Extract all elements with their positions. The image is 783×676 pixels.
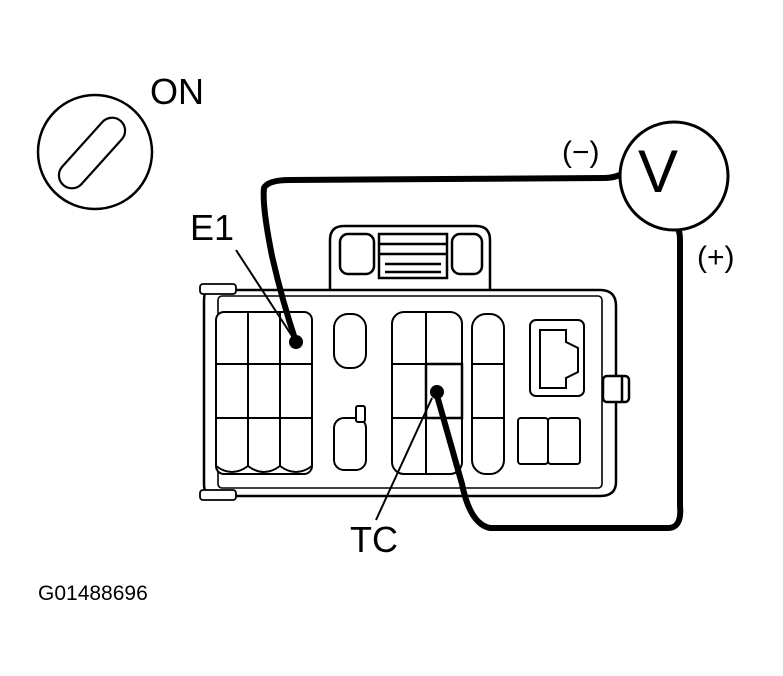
voltmeter-icon [618, 120, 730, 232]
pin-block-center [391, 311, 464, 475]
pin-block-middle [333, 313, 367, 471]
figure-id-label: G01488696 [38, 582, 148, 605]
pin-block-left [215, 311, 313, 475]
negative-probe-wire [260, 167, 631, 345]
tc-probe-tip [430, 385, 444, 399]
e1-leader-line [235, 249, 293, 337]
tc-leader-line [375, 397, 433, 521]
positive-probe-label: (+) [697, 241, 735, 274]
leader-lines [235, 249, 433, 521]
voltmeter-label: V [638, 138, 679, 205]
ignition-switch-icon [36, 93, 154, 211]
pin-block-far-right [517, 319, 585, 465]
e1-terminal-label: E1 [190, 207, 235, 248]
tc-terminal-label: TC [350, 519, 398, 560]
pin-block-right [471, 313, 505, 475]
e1-probe-tip [289, 335, 303, 349]
negative-probe-label: (−) [562, 136, 600, 169]
ignition-on-label: ON [150, 71, 204, 112]
